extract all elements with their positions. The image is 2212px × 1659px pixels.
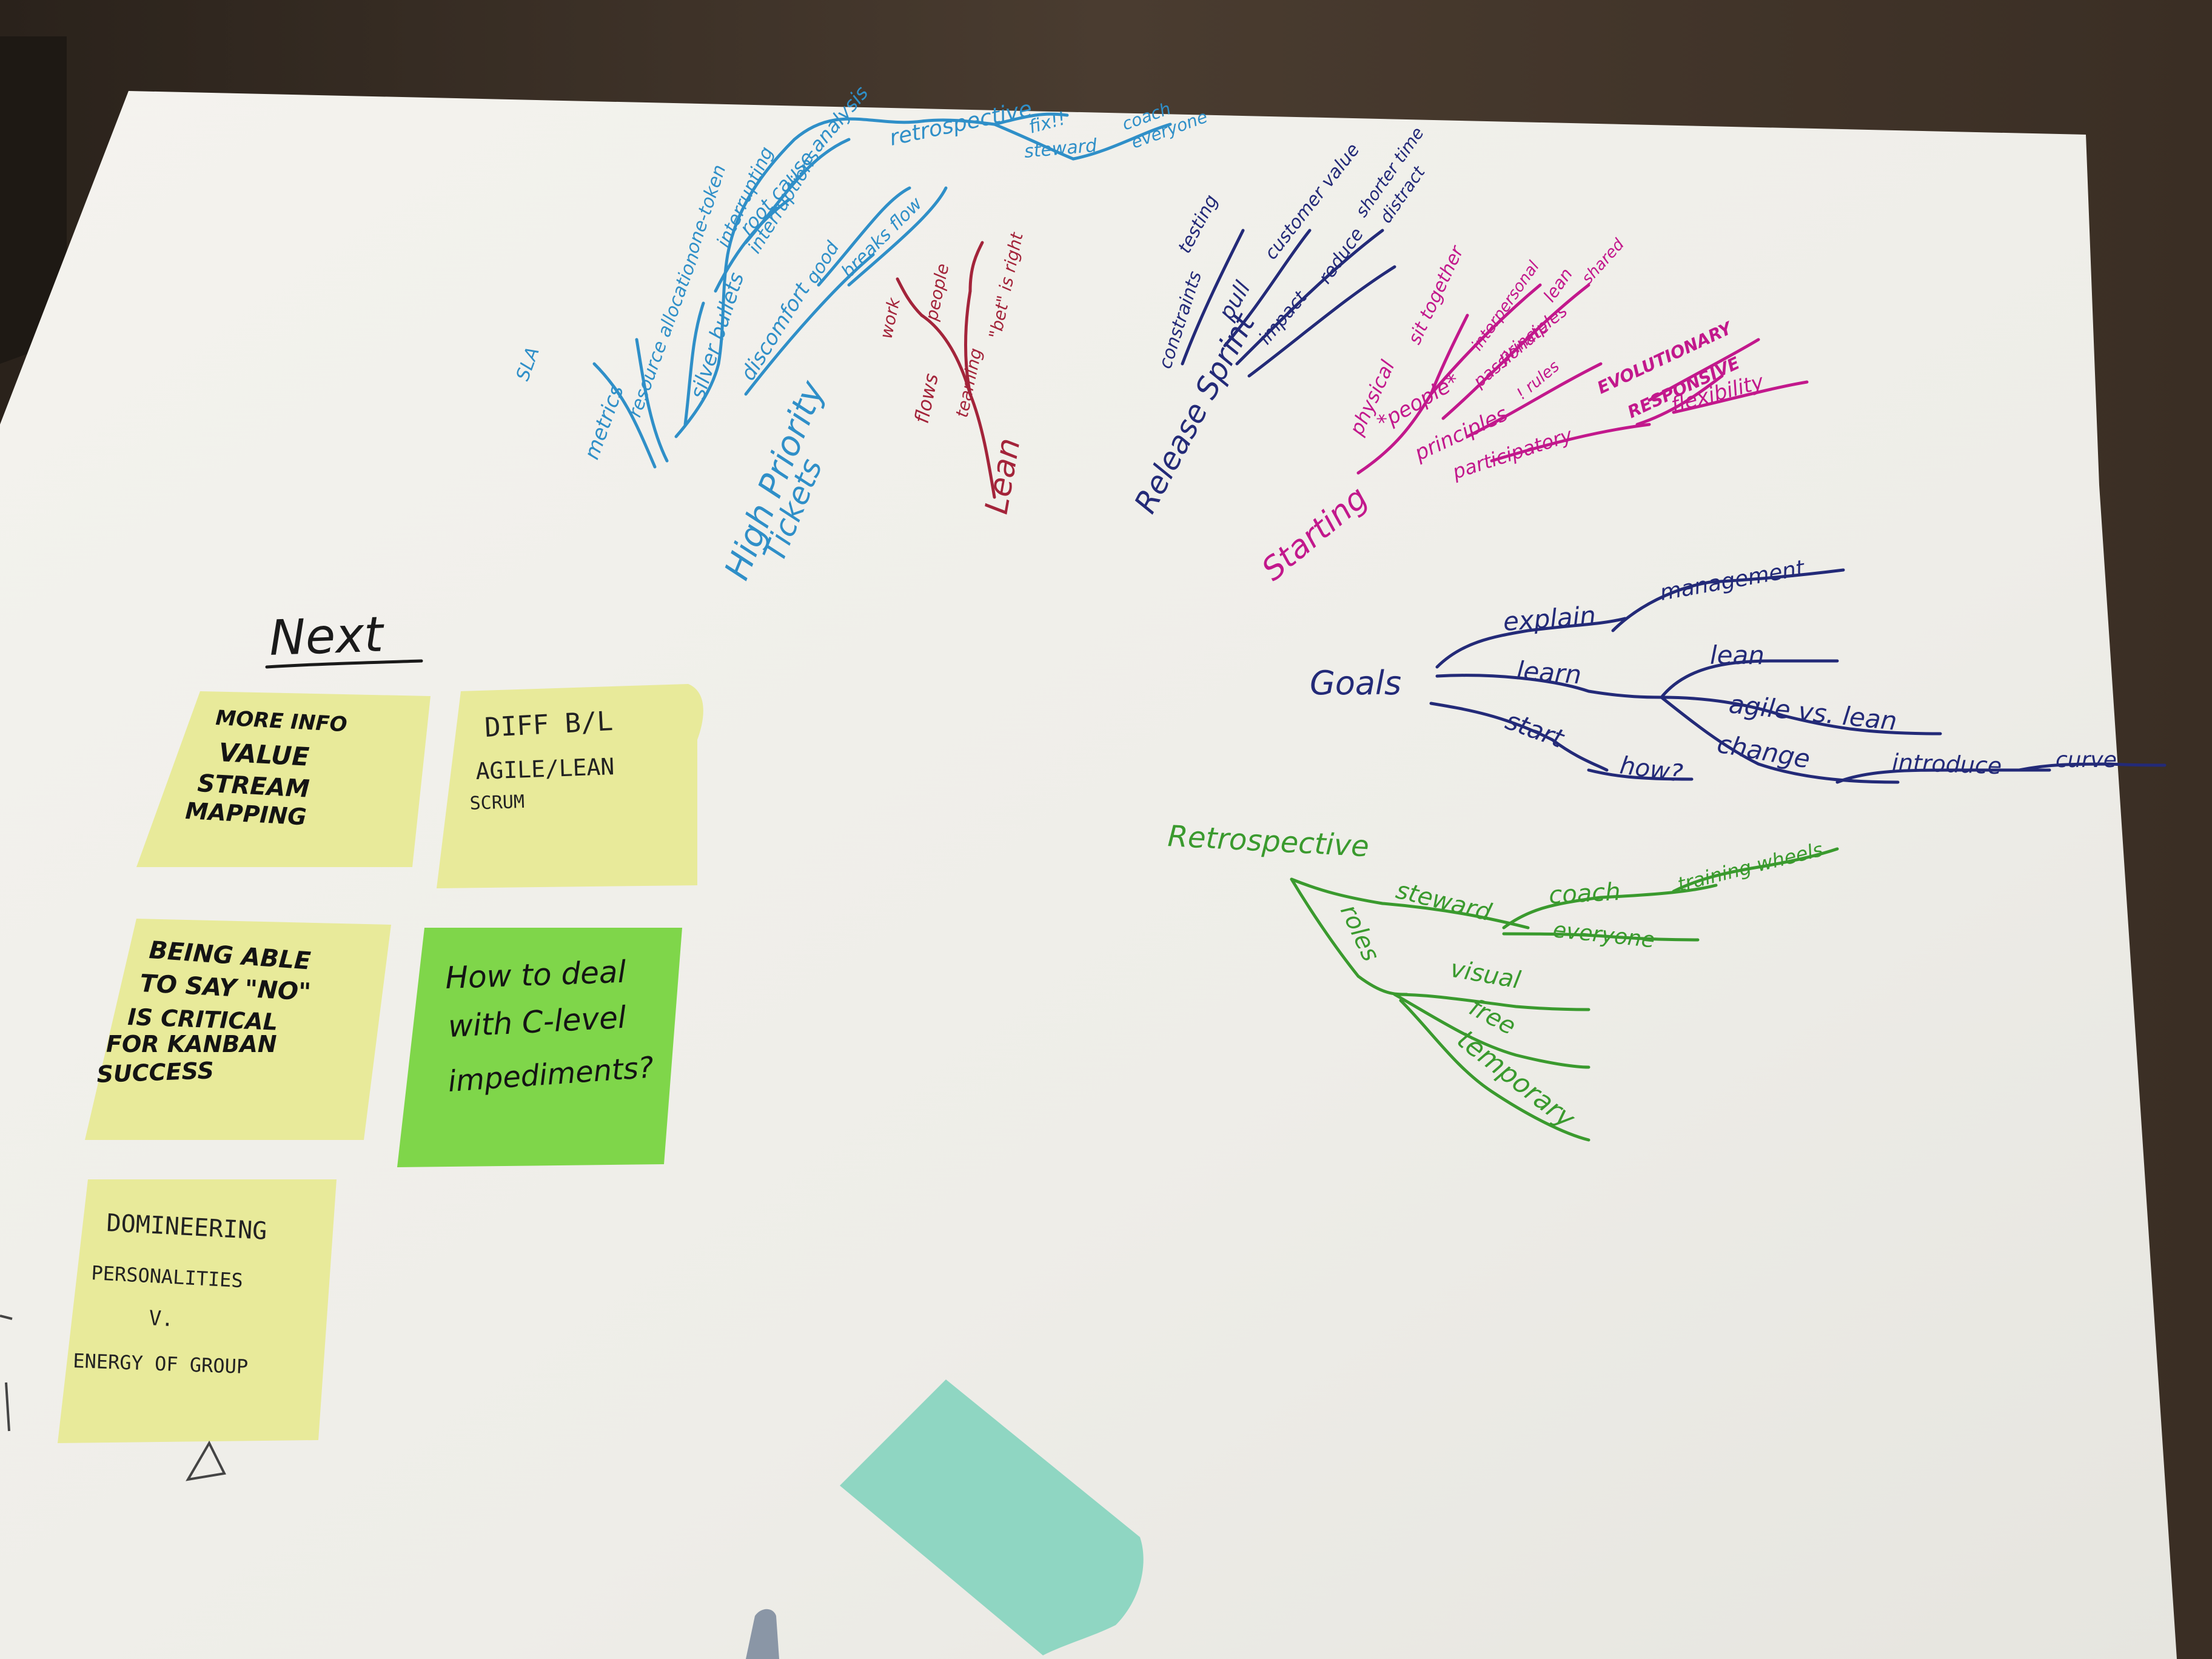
sticky-note-line: DIFF B/L	[484, 706, 614, 743]
mindmap-green	[1290, 847, 1839, 1142]
goals-root-label: Goals	[1310, 664, 1401, 702]
sticky-note-line: SCRUM	[469, 791, 525, 814]
green-label: coach	[1548, 878, 1621, 910]
dark-object	[0, 36, 67, 364]
goals-label: lean	[1710, 640, 1765, 670]
sticky-note-line: MAPPING	[185, 797, 307, 830]
mindmap-magenta	[1356, 283, 1809, 475]
goals-label: learn	[1515, 655, 1582, 689]
sticky-note: How to deal with C-level impediments?	[397, 928, 682, 1167]
sticky-note: MORE INFO VALUE STREAM MAPPING	[136, 691, 431, 867]
sticky-note-line: AGILE/LEAN	[475, 753, 615, 785]
mindmap-navy-release	[1181, 229, 1396, 378]
sticky-note: DIFF B/L AGILE/LEAN SCRUM	[437, 684, 703, 888]
next-underline	[265, 659, 423, 669]
sticky-note-line: FOR KANBAN	[106, 1031, 277, 1057]
sticky-note-line: IS CRITICAL	[127, 1004, 278, 1036]
pen	[746, 1609, 779, 1659]
mindmap-red	[896, 241, 996, 499]
goals-label: explain	[1502, 600, 1597, 637]
goals-label: introduce	[1892, 749, 2002, 779]
paper-sheet	[0, 91, 2177, 1659]
sticky-note-line: V.	[149, 1306, 175, 1332]
sticky-note: BEING ABLE TO SAY "NO" IS CRITICAL FOR K…	[85, 919, 391, 1140]
goals-label: curve	[2056, 748, 2117, 773]
mindmap-navy-goals	[1429, 568, 2167, 784]
faint-marks	[0, 1315, 226, 1481]
mindmap-blue	[592, 112, 1172, 469]
sticky-note-line: VALUE	[218, 737, 310, 772]
sticky-note-line: SUCCESS	[96, 1057, 215, 1088]
sticky-note-line: STREAM	[196, 769, 310, 803]
sticky-note-line: How to deal	[444, 954, 626, 996]
teal-paper-scrap	[840, 1379, 1144, 1655]
next-heading: Next	[268, 606, 386, 666]
sticky-note: DOMINEERING PERSONALITIES V. ENERGY OF G…	[58, 1179, 337, 1443]
